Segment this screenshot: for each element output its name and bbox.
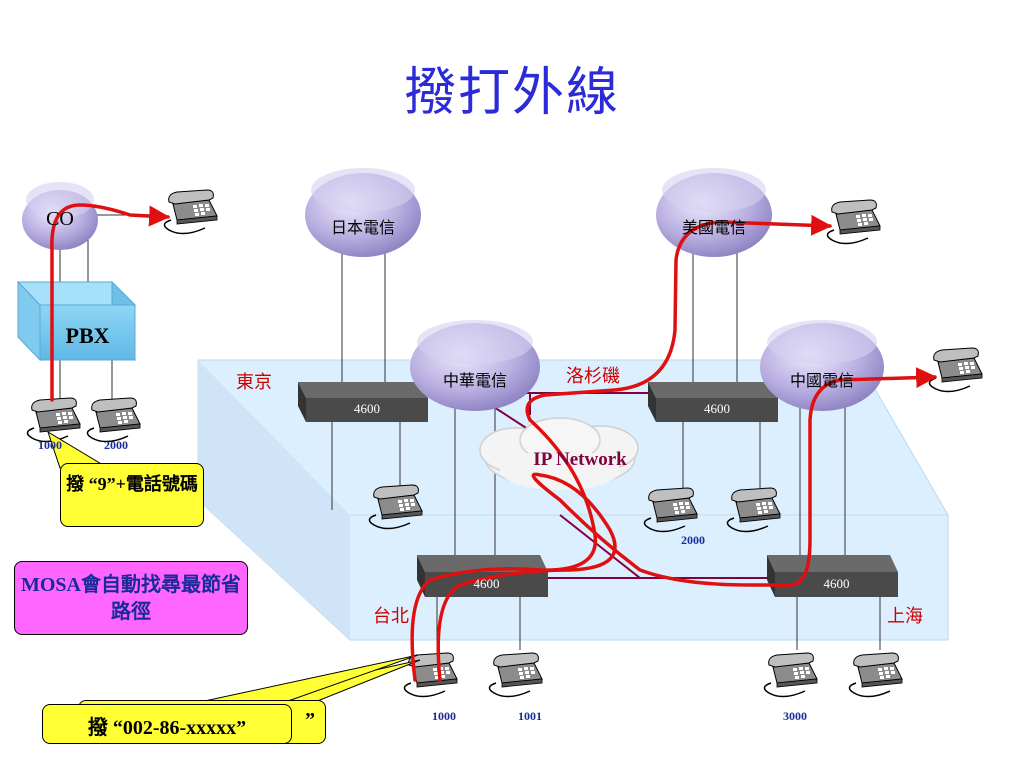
route-taipei-to-china (436, 367, 938, 682)
pbx-box (16, 280, 137, 362)
city-la: 洛杉磯 (566, 366, 620, 387)
ip-network-cloud (479, 417, 639, 490)
connector-lines (59, 214, 881, 650)
co-label: CO (46, 208, 74, 230)
platform-side (198, 360, 350, 640)
city-taipei: 台北 (373, 606, 409, 627)
extension-label: 1000 (432, 709, 456, 723)
mosa-callout: MOSA會自動找尋最節省路徑 (14, 561, 248, 635)
switch-tokyo (298, 382, 428, 422)
extension-label: 1000 (38, 438, 62, 452)
switch-la (648, 382, 778, 422)
call-routes (50, 203, 938, 682)
phone-icon (86, 397, 141, 443)
china-carrier-label: 中國電信 (789, 371, 854, 390)
pbx-label: PBX (65, 323, 110, 348)
switch-shanghai-label: 4600 (823, 576, 850, 591)
usa-carrier-node (656, 168, 772, 257)
ip-network-label: IP Network (533, 449, 627, 470)
phone-icon (763, 652, 818, 698)
usa-carrier-label: 美國電信 (681, 218, 746, 237)
extension-label: 2000 (104, 438, 128, 452)
phone-icon (163, 189, 218, 235)
taiwan-carrier-node (410, 320, 540, 411)
route-pbx-to-co (50, 203, 171, 402)
city-tokyo: 東京 (236, 372, 272, 393)
switch-la-label: 4600 (704, 401, 730, 416)
phone-icon (928, 347, 983, 393)
route-taipei-to-usa (410, 214, 833, 682)
dial-9-callout: 撥 “9”+電話號碼 (60, 463, 204, 527)
extension-label: 2000 (681, 533, 705, 547)
switch-taipei-label: 4600 (473, 576, 500, 591)
phone-icon (488, 652, 543, 698)
japan-carrier-label: 日本電信 (330, 218, 395, 237)
extension-label: 1001 (518, 709, 542, 723)
taiwan-carrier-label: 中華電信 (442, 371, 507, 390)
dial-intl-callout: 撥 “002-86-xxxxx” (42, 704, 292, 744)
extension-label: 3000 (783, 709, 807, 723)
page-title: 撥打外線 (403, 63, 620, 123)
china-carrier-node (760, 320, 884, 411)
phone-icon (848, 652, 903, 698)
phone-icon (826, 199, 881, 245)
switch-tokyo-label: 4600 (354, 401, 380, 416)
city-shanghai: 上海 (887, 606, 923, 627)
japan-carrier-node (305, 168, 421, 257)
